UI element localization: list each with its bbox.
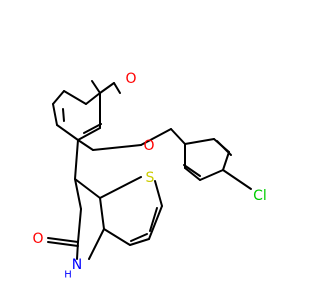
bond-23 (183, 164, 201, 177)
bond-38 (149, 207, 158, 232)
bond-35 (148, 205, 163, 240)
atom-label-o-methoxy: O (125, 71, 136, 87)
bond-16 (184, 138, 215, 145)
bond-37 (130, 233, 148, 242)
bond-5 (52, 90, 65, 105)
bond-12 (77, 139, 94, 151)
atom-label-s-thiophene: S (146, 170, 155, 186)
bond-4 (63, 90, 87, 105)
bond-2 (99, 82, 115, 94)
bond-33 (103, 228, 131, 246)
bond-26 (74, 178, 82, 210)
atom-label-o-carbonyl: O (32, 231, 43, 247)
bond-31 (99, 197, 105, 230)
bond-20 (184, 167, 201, 181)
molecule-structure: O O S Cl O N H (32, 71, 266, 281)
bond-34 (129, 238, 150, 246)
bond-24 (222, 169, 252, 190)
bond-39 (47, 237, 79, 243)
bond-32 (88, 228, 105, 260)
bond-25 (74, 139, 79, 180)
bond-28 (76, 241, 79, 260)
atom-label-o-ether: O (143, 138, 154, 154)
bond-13 (92, 144, 142, 151)
bond-8 (77, 127, 101, 141)
bond-19 (199, 169, 224, 181)
atom-label-n-hydrogen: H (64, 270, 72, 281)
bond-29 (74, 178, 101, 199)
bond-10 (62, 108, 65, 122)
bond-27 (77, 208, 82, 243)
atom-label-cl: Cl (253, 188, 267, 204)
atom-label-n-amide: N (72, 257, 82, 273)
bond-0 (91, 80, 101, 94)
bond-30 (99, 176, 142, 199)
bond-11 (83, 123, 102, 134)
bond-lines (47, 80, 252, 260)
bond-14 (140, 128, 172, 146)
bond-22 (216, 140, 232, 156)
bond-40 (47, 241, 79, 247)
bond-6 (52, 103, 58, 126)
atom-labels: O O S Cl O N H (32, 71, 266, 281)
bond-15 (170, 128, 186, 145)
bond-36 (154, 180, 163, 207)
bond-18 (222, 151, 230, 171)
bond-7 (56, 124, 79, 141)
bond-3 (113, 82, 121, 94)
bond-1 (85, 92, 101, 105)
